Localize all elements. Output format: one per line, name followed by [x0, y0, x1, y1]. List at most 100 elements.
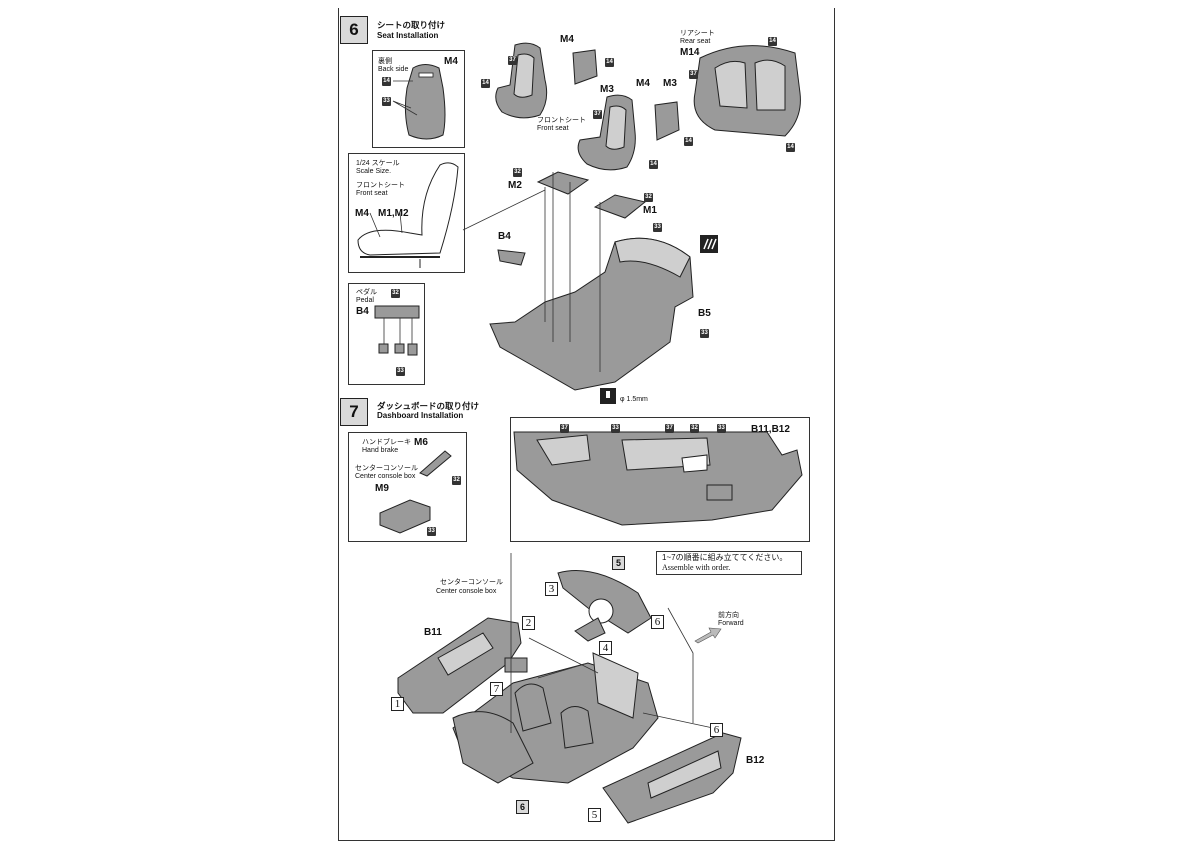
back-side-label-en: Back side [378, 66, 409, 73]
scale-title-jp: 1/24 スケール [356, 160, 400, 167]
sequence-6: 6 [651, 615, 664, 629]
forward-jp: 前方向 [718, 612, 739, 619]
step-7-number: 7 [340, 398, 368, 426]
part-m2: M2 [508, 180, 522, 191]
rear-color-14-top: 14 [768, 37, 777, 46]
drill-size: φ 1.5mm [620, 396, 648, 403]
handbrake-console-inset [348, 432, 467, 542]
part-m9: M9 [375, 483, 389, 494]
step-6-number: 6 [340, 16, 368, 44]
pedal-label-en: Pedal [356, 297, 374, 304]
color-37-upper: 37 [508, 56, 517, 65]
seatback-m3-upper [572, 49, 598, 85]
drill-hole-icon [600, 388, 616, 404]
front-seat-upper-drawing [495, 42, 548, 119]
rear-seat-en: Rear seat [680, 38, 711, 45]
sequence-7: 7 [490, 682, 503, 696]
panel-color-32: 32 [690, 424, 699, 433]
scale-title-en: Scale Size. [356, 168, 392, 175]
sequence-1: 1 [391, 697, 404, 711]
forward-arrow-icon [694, 627, 722, 644]
step-6-title-en: Seat Installation [377, 31, 439, 40]
assembly-drawing [397, 553, 742, 824]
tub-logo [700, 235, 718, 253]
console-jp: センターコンソール [355, 465, 418, 472]
part-m3-lower: M3 [663, 78, 677, 89]
boxed-5: 5 [612, 556, 625, 570]
hand-brake-en: Hand brake [362, 447, 399, 454]
color-14-lower: 14 [649, 160, 658, 169]
step-7-title-en: Dashboard Installation [377, 411, 464, 420]
seat-rail-m1 [593, 194, 647, 219]
color-37-lower: 37 [593, 110, 602, 119]
scale-sub-en: Front seat [356, 190, 388, 197]
scale-part-m1m2: M1,M2 [378, 208, 409, 219]
seat-rail-m2 [536, 171, 590, 195]
floor-tub-b5-drawing [489, 172, 694, 391]
front-seat-jp: フロントシート [537, 117, 586, 124]
assembly-console-jp: センターコンソール [440, 579, 503, 586]
part-b11: B11 [424, 627, 442, 638]
pedal-b4-drawing [497, 249, 526, 266]
hand-brake-color-32: 32 [452, 476, 461, 485]
panel-color-33-right: 33 [717, 424, 726, 433]
part-b11b12: B11,B12 [751, 424, 790, 435]
part-m4-lower: M4 [636, 78, 650, 89]
sequence-5: 5 [588, 808, 601, 822]
part-m4-upper: M4 [560, 34, 574, 45]
pedal-color-33: 33 [396, 367, 405, 376]
scale-part-m4: M4 [355, 208, 369, 219]
color-14-upper: 14 [481, 79, 490, 88]
back-side-part: M4 [444, 56, 458, 67]
color-badge-14: 14 [382, 77, 391, 86]
scale-sub-jp: フロントシート [356, 182, 405, 189]
seatback-m3-lower [654, 101, 680, 141]
rear-seat-drawing [693, 45, 801, 137]
part-m14: M14 [680, 47, 700, 58]
boxed-6: 6 [516, 800, 529, 814]
seat-back-drawing [392, 64, 446, 140]
color-badge-33: 33 [382, 97, 391, 106]
step-7-title-jp: ダッシュボードの取り付け [377, 401, 480, 411]
rail-m2-color-32: 32 [513, 168, 522, 177]
rear-color-14-bottom: 14 [786, 143, 795, 152]
note-jp: 1~7の順番に組み立ててください。 [662, 553, 788, 562]
rear-seat-jp: リアシート [680, 30, 715, 37]
panel-color-37-left: 37 [560, 424, 569, 433]
step-6-title-jp: シートの取り付け [377, 20, 446, 30]
sequence-4: 4 [599, 641, 612, 655]
tub-color-33: 33 [700, 329, 709, 338]
assembly-note [656, 551, 802, 575]
console-color-33: 33 [427, 527, 436, 536]
front-seat-en: Front seat [537, 125, 569, 132]
assembly-console-en: Center console box [436, 588, 497, 595]
panel-color-33-left: 33 [611, 424, 620, 433]
sequence-6-lower: 6 [710, 723, 723, 737]
rail-m1-color-32: 32 [644, 193, 653, 202]
hand-brake-jp: ハンドブレーキ [362, 439, 411, 446]
color-14-m3-upper: 14 [605, 58, 614, 67]
part-m1: M1 [643, 205, 657, 216]
part-b12: B12 [746, 755, 765, 766]
pedal-part: B4 [356, 306, 369, 317]
scale-seat-drawing [357, 162, 459, 268]
pedal-label-jp: ペダル [356, 289, 377, 296]
part-b5: B5 [698, 308, 711, 319]
side-panel-drawing [513, 431, 803, 526]
panel-color-37-right: 37 [665, 424, 674, 433]
front-seat-lower-drawing [577, 94, 636, 171]
part-b4: B4 [498, 231, 511, 242]
sequence-2: 2 [522, 616, 535, 630]
pedal-drawing [374, 305, 420, 356]
rear-color-37: 37 [689, 70, 698, 79]
hand-brake-drawing [419, 450, 452, 477]
note-en: Assemble with order. [662, 563, 731, 572]
back-side-label-jp: 裏側 [378, 58, 392, 65]
scale-leader-line [462, 189, 546, 231]
pedal-color-32: 32 [391, 289, 400, 298]
sequence-3: 3 [545, 582, 558, 596]
color-14-m3-lower: 14 [684, 137, 693, 146]
part-m3-upper: M3 [600, 84, 614, 95]
console-en: Center console box [355, 473, 416, 480]
console-drawing [379, 499, 431, 534]
